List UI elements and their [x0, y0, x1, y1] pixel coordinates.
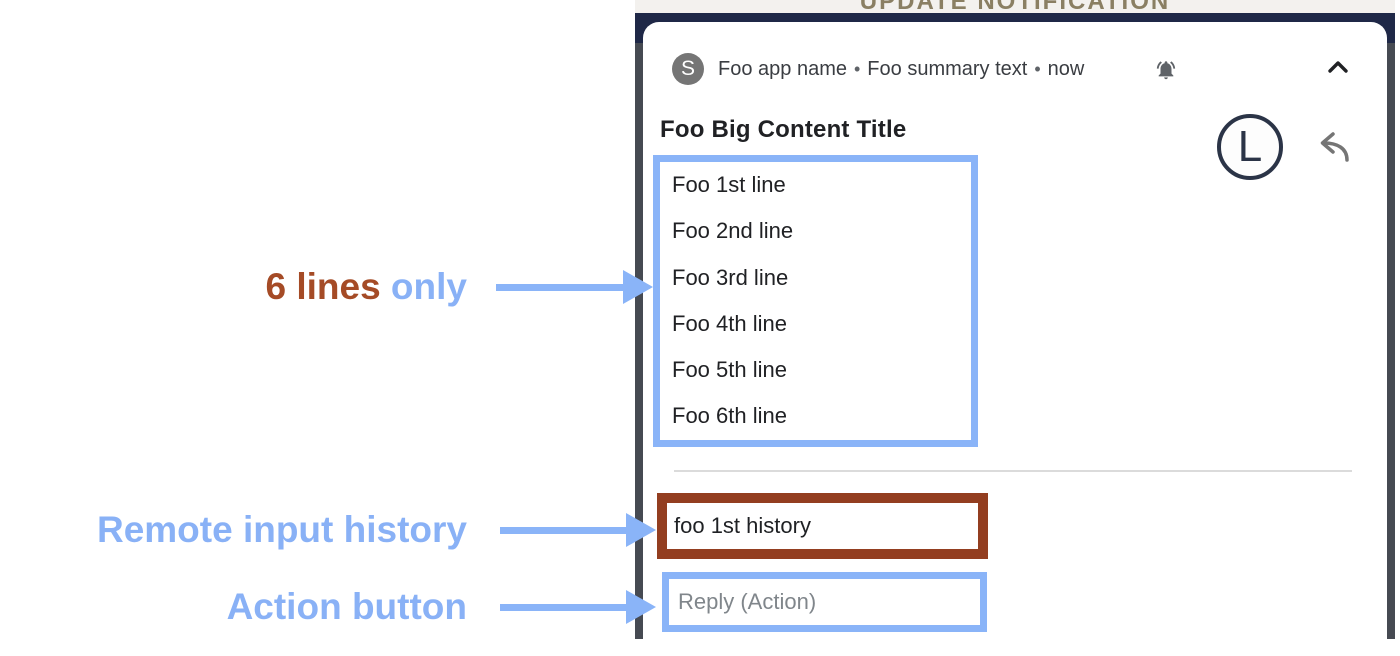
annotation-action-button-label: Action button	[226, 586, 467, 627]
content-line: Foo 1st line	[672, 172, 786, 197]
notification-bell-icon	[1156, 61, 1176, 80]
content-line: Foo 5th line	[672, 357, 787, 383]
content-line: Foo 2nd line	[672, 218, 794, 244]
arrow-to-action-box-head	[626, 590, 656, 624]
annotation-six-lines-rest: only	[380, 266, 467, 307]
large-icon-avatar: L	[1217, 114, 1283, 180]
content-line: Foo 4th line	[672, 310, 787, 336]
remote-input-history-text: foo 1st history	[674, 513, 811, 538]
notification-title: Foo Big Content Title	[660, 116, 907, 143]
header-separator: •	[853, 59, 861, 79]
header-separator: •	[1034, 59, 1041, 79]
arrow-to-lines-box-head	[623, 270, 653, 304]
arrow-to-history-box	[500, 527, 626, 534]
notification-header-text: Foo app name • Foo summary text • now	[718, 53, 1084, 85]
annotation-six-lines-emphasis: 6 lines	[265, 266, 381, 307]
notification-card[interactable]: S Foo app name • Foo summary text • now Foo …	[643, 22, 1387, 639]
timestamp: now	[1047, 58, 1085, 80]
background-app-strip: UPDATE NOTIFICATION	[635, 0, 1395, 13]
remote-input-history-box: foo 1st history	[657, 493, 988, 559]
background-app-button-text: UPDATE NOTIFICATION	[635, 0, 1395, 13]
app-icon: S	[672, 53, 704, 85]
app-icon-letter: S	[680, 57, 695, 80]
content-line: Foo 3rd line	[672, 264, 789, 290]
large-icon-letter: L	[1237, 122, 1263, 171]
content-line: Foo 6th line	[672, 403, 787, 429]
summary-text: Foo summary text	[867, 58, 1028, 80]
reply-arrow-icon[interactable]	[1309, 131, 1351, 163]
reply-action-button[interactable]: Reply (Action)	[662, 572, 987, 632]
app-name: Foo app name	[718, 58, 847, 80]
annotation-six-lines-label: 6 lines only	[0, 263, 467, 311]
annotation-remote-input-history-label: Remote input history	[96, 509, 467, 550]
arrow-to-lines-box	[496, 284, 624, 291]
arrow-to-action-box	[500, 604, 626, 611]
big-text-lines-box: Foo 1st line Foo 2nd line Foo 3rd line F…	[653, 155, 978, 447]
phone-screenshot: UPDATE NOTIFICATION S Foo app name • Foo s…	[635, 0, 1395, 639]
arrow-to-history-box-head	[626, 513, 656, 547]
reply-action-label: Reply (Action)	[678, 589, 817, 614]
collapse-chevron-icon[interactable]	[1325, 58, 1351, 76]
section-divider	[674, 470, 1352, 472]
